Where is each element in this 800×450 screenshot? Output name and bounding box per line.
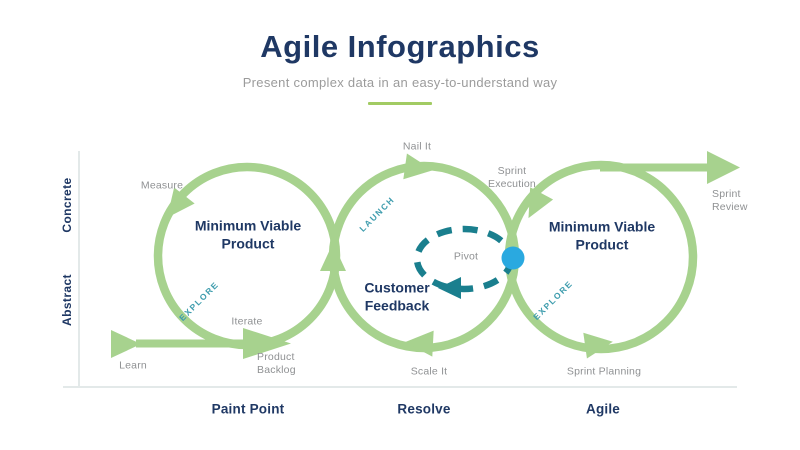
right-loop-title: Minimum Viable Product xyxy=(548,218,656,253)
flow-start-tail xyxy=(111,330,141,358)
accent-underline xyxy=(368,102,432,106)
label-sprint-execution: Sprint Execution xyxy=(488,164,536,190)
arrowhead-sprint-execution-icon xyxy=(528,187,554,219)
label-nail-it: Nail It xyxy=(402,140,432,153)
label-pivot: Pivot xyxy=(453,250,479,263)
label-learn: Learn xyxy=(119,359,147,372)
label-product-backlog: Product Backlog xyxy=(257,351,296,377)
pivot-node-dot xyxy=(501,246,525,270)
middle-loop-title: Customer Feedback xyxy=(364,279,430,314)
arrowhead-crossing-up-icon xyxy=(320,243,346,271)
label-scale-it: Scale It xyxy=(410,365,448,378)
axis-label-concrete: Concrete xyxy=(60,177,74,233)
phase-label-paint-point: Paint Point xyxy=(211,401,285,417)
header: Agile Infographics Present complex data … xyxy=(0,29,800,106)
label-measure: Measure xyxy=(140,179,184,192)
flow-entry-line xyxy=(136,339,250,348)
loop-middle-circle xyxy=(328,161,520,353)
flow-exit-arrowhead-icon xyxy=(707,151,740,184)
arrowhead-scale-it-icon xyxy=(405,330,434,357)
left-loop-title: Minimum Viable Product xyxy=(194,217,302,252)
page-subtitle: Present complex data in an easy-to-under… xyxy=(242,75,558,91)
label-iterate: Iterate xyxy=(231,315,263,328)
label-sprint-review: Sprint Review xyxy=(712,188,748,214)
page-title: Agile Infographics xyxy=(260,29,540,64)
axis-label-abstract: Abstract xyxy=(60,274,74,326)
pivot-arrowhead-icon xyxy=(438,277,461,299)
arrowhead-sprint-planning-icon xyxy=(583,332,613,359)
label-sprint-planning: Sprint Planning xyxy=(566,365,642,378)
flow-exit-line xyxy=(600,163,708,172)
phase-label-agile: Agile xyxy=(585,401,621,417)
arrowhead-measure-icon xyxy=(167,187,195,218)
phase-label-resolve: Resolve xyxy=(397,401,451,417)
arrowhead-nail-it-icon xyxy=(403,153,433,180)
